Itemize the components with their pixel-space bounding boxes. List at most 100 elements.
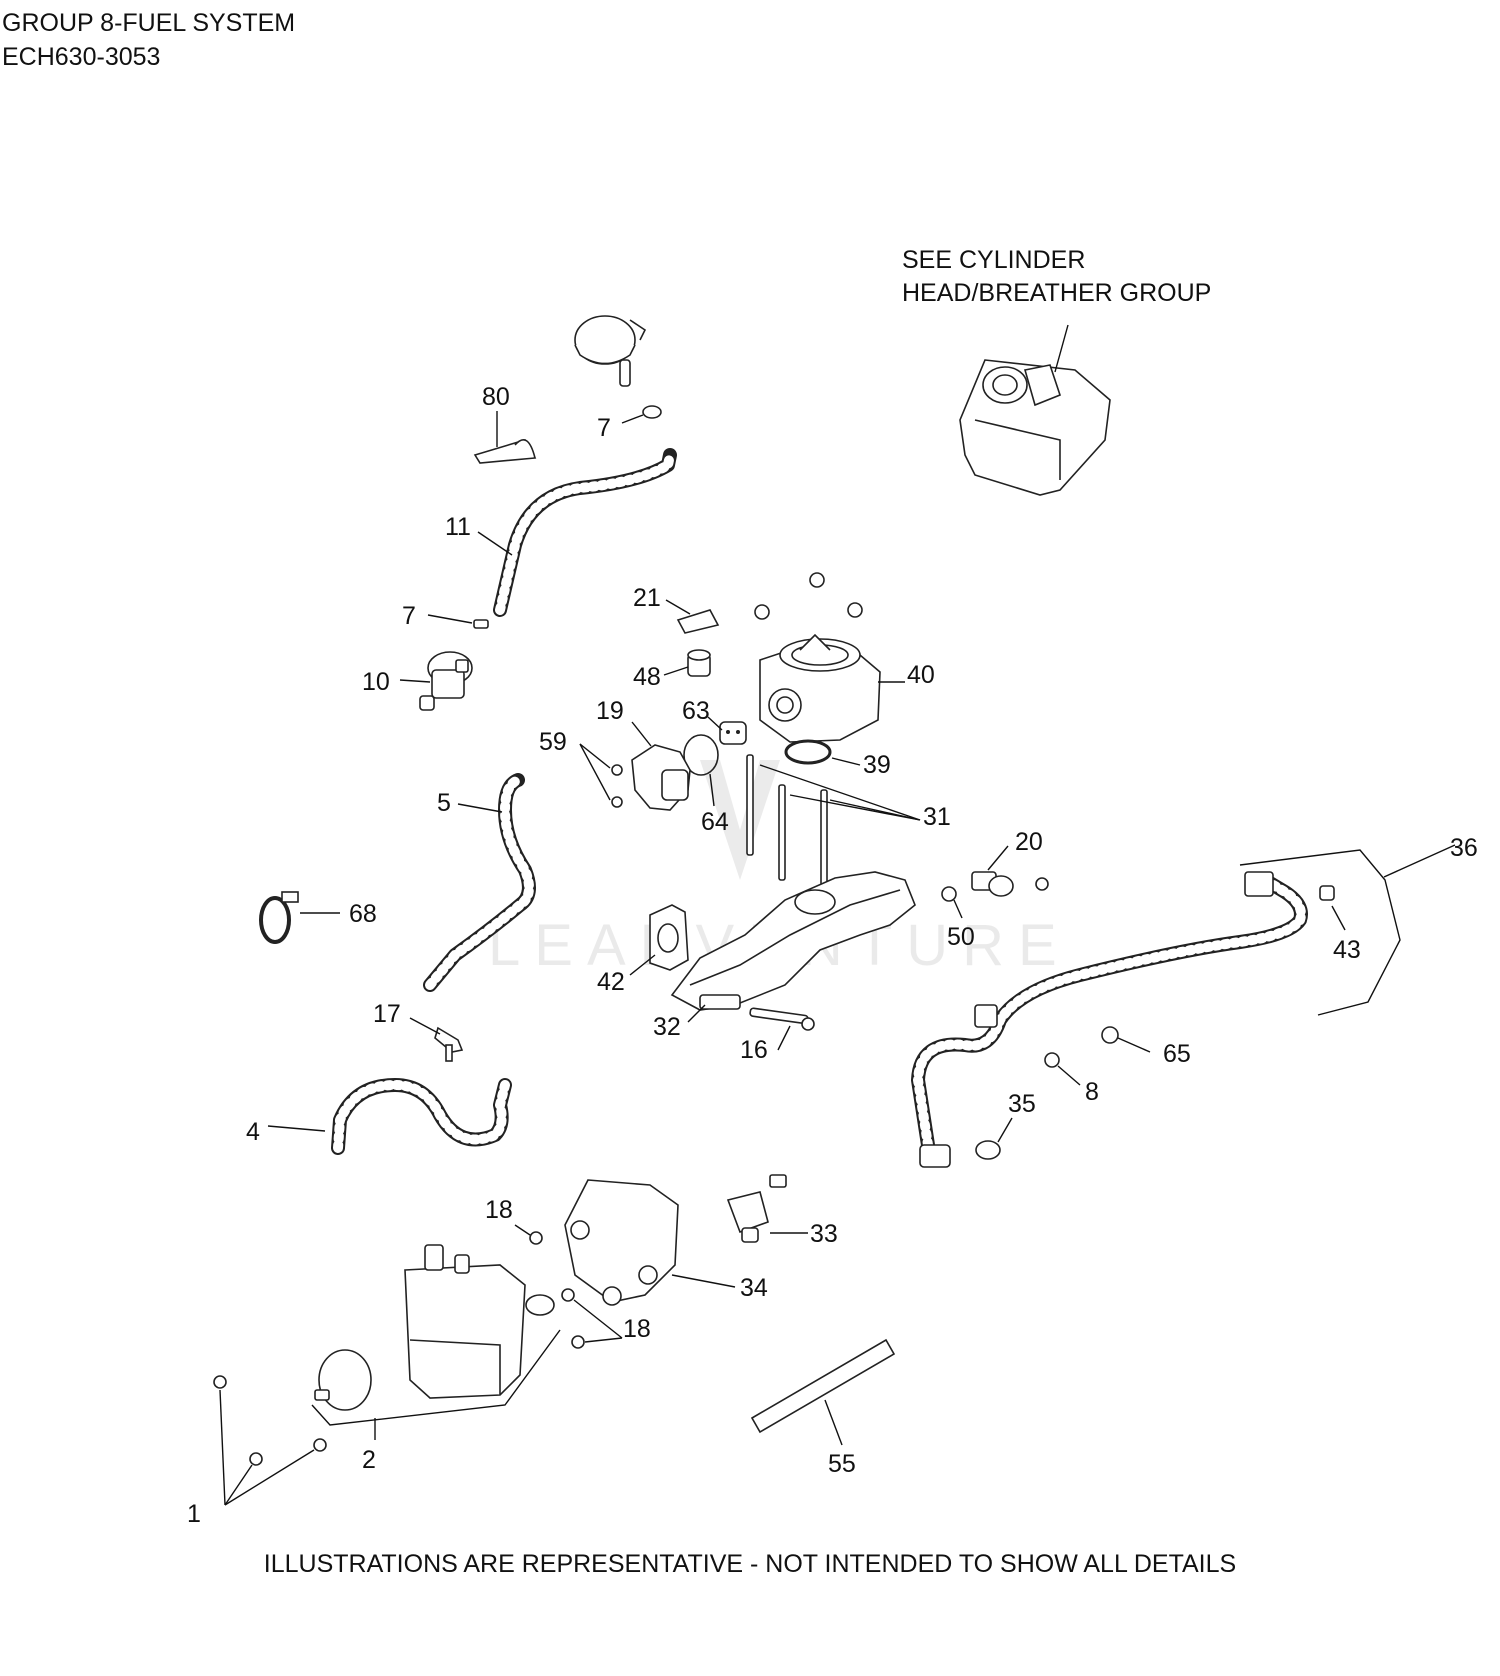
leader-line: [707, 716, 723, 731]
leader-line: [224, 1464, 253, 1506]
leader-line: [427, 614, 473, 624]
stud-part-31: [746, 754, 828, 886]
leader-line: [824, 1399, 843, 1446]
harness-connector-icon: [919, 871, 1274, 1168]
callout-50: 50: [947, 923, 975, 951]
callout-36: 36: [1450, 834, 1478, 862]
screw-part-8: [1044, 1052, 1060, 1068]
o-ring-part-64: [683, 734, 719, 776]
leader-line: [829, 799, 921, 821]
leader-line: [1117, 1037, 1151, 1053]
screw-part-18: [529, 1231, 585, 1349]
leader-line: [987, 845, 1009, 871]
leader-line: [953, 899, 963, 919]
fuel-tube-part-55: [750, 1338, 896, 1434]
callout-48: 48: [633, 663, 661, 691]
leader-line: [584, 1337, 623, 1343]
screw-part-1: [213, 1375, 327, 1466]
callout-31: 31: [923, 803, 951, 831]
spacer-part-48: [687, 649, 711, 677]
callout-11: 11: [445, 513, 471, 541]
callout-59: 59: [539, 728, 567, 756]
leader-line: [621, 414, 644, 424]
sensor-part-20: [971, 871, 1014, 897]
leader-line: [759, 764, 921, 821]
callout-63: 63: [682, 697, 710, 725]
check-valve-part-10: [419, 651, 473, 711]
intake-manifold-part-32: [670, 871, 916, 1011]
callout-8: 8: [1085, 1078, 1099, 1106]
leader-line: [631, 721, 652, 747]
callout-5: 5: [437, 789, 451, 817]
callout-19: 19: [596, 697, 624, 725]
leader-line: [1331, 905, 1346, 931]
group-title: GROUP 8-FUEL SYSTEM: [2, 9, 296, 37]
leader-line: [399, 679, 431, 683]
pressure-sensor-part-33: [726, 1174, 787, 1243]
leader-line: [409, 1017, 441, 1035]
fuel-pump-module-part-2: [314, 1244, 555, 1411]
leader-line: [671, 1274, 736, 1288]
leader-line: [219, 1389, 226, 1506]
leader-bracket: [311, 1329, 561, 1426]
callout-18: 18: [485, 1196, 513, 1224]
callout-64: 64: [701, 808, 729, 836]
callout-17: 17: [373, 1000, 401, 1028]
callout-39: 39: [863, 751, 891, 779]
callout-4: 4: [246, 1118, 260, 1146]
callout-33: 33: [810, 1220, 838, 1248]
nut-part-43: [1319, 885, 1335, 901]
leader-line: [831, 757, 861, 766]
callout-1: 1: [187, 1500, 201, 1528]
leader-line: [687, 1004, 706, 1023]
leader-line: [579, 743, 611, 801]
pump-cover-part: [574, 315, 647, 387]
hose-clamp-part-7: [642, 405, 662, 419]
clamp-part-35: [975, 1140, 1001, 1160]
sensor-cap-part-63: [719, 721, 747, 745]
callout-80: 80: [482, 383, 510, 411]
leader-line: [514, 1224, 531, 1236]
leader-bracket: [1239, 849, 1401, 1016]
cylinder-head-reference-part: [959, 359, 1111, 496]
reference-note-line1: SEE CYLINDER: [902, 246, 1086, 274]
throttle-body-part-40: [754, 572, 881, 743]
callout-68: 68: [349, 900, 377, 928]
gasket-part-42: [649, 904, 689, 971]
nut-part: [1035, 877, 1049, 891]
callout-20: 20: [1015, 828, 1043, 856]
bolt-part-16: [749, 1007, 815, 1031]
callout-7: 7: [597, 414, 611, 442]
leader-line: [629, 954, 656, 976]
leader-line: [477, 531, 513, 556]
washer-part-65: [1101, 1026, 1119, 1044]
watermark-logo-icon: [700, 760, 780, 880]
leader-line: [224, 1449, 315, 1506]
leader-line: [1057, 1065, 1081, 1086]
callout-65: 65: [1163, 1040, 1191, 1068]
fitting-part-17: [434, 1026, 464, 1062]
reference-note: SEE CYLINDER HEAD/BREATHER GROUP: [902, 244, 1211, 310]
leader-line: [709, 773, 715, 807]
callout-43: 43: [1333, 936, 1361, 964]
bracket-part-34: [564, 1179, 679, 1306]
model-code: ECH630-3053: [2, 43, 161, 71]
callout-40: 40: [907, 661, 935, 689]
callout-18: 18: [623, 1315, 651, 1343]
callout-7: 7: [402, 602, 416, 630]
callout-42: 42: [597, 968, 625, 996]
callout-35: 35: [1008, 1090, 1036, 1118]
callout-21: 21: [633, 584, 661, 612]
callout-55: 55: [828, 1450, 856, 1478]
callout-34: 34: [740, 1274, 768, 1302]
leader-line: [777, 1025, 791, 1051]
reference-note-line2: HEAD/BREATHER GROUP: [902, 279, 1212, 307]
leader-line: [267, 1125, 326, 1132]
clamp-part-80: [473, 439, 537, 464]
leader-line: [665, 599, 691, 615]
o-ring-part-39: [784, 739, 832, 765]
clamp-part-68: [259, 891, 299, 944]
leader-line: [457, 803, 503, 813]
callout-2: 2: [362, 1446, 376, 1474]
